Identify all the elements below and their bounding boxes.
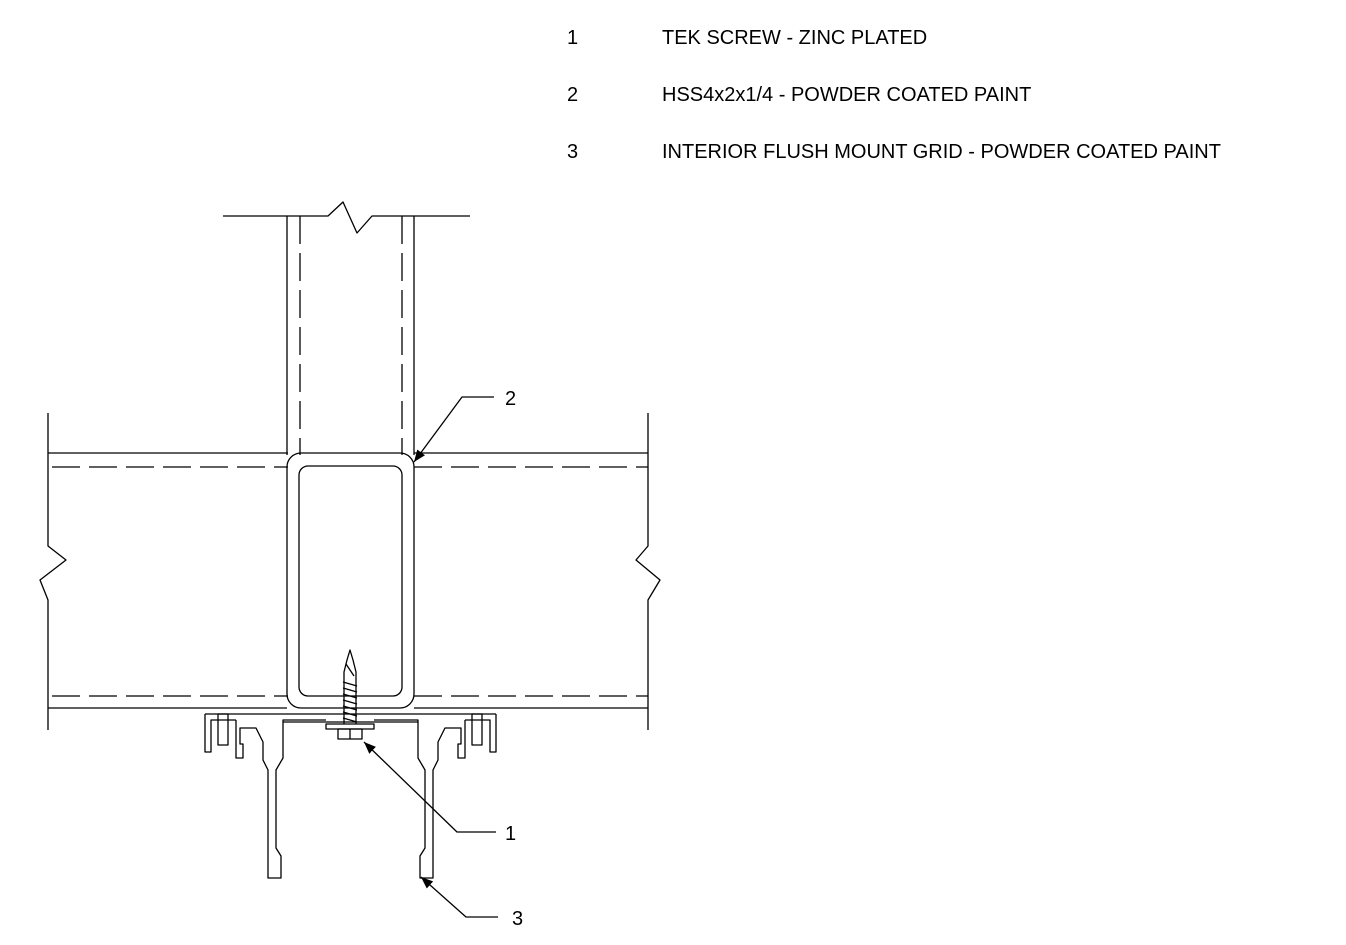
leaders — [363, 396, 498, 918]
grid-left-flange — [204, 714, 236, 753]
grid-right-flange — [465, 714, 497, 753]
vertical-member — [223, 201, 470, 455]
break-line-top — [223, 201, 470, 234]
callouts: 2 1 3 — [505, 388, 523, 930]
leader-3 — [420, 876, 498, 918]
grid-left-glazing-pocket — [217, 713, 229, 746]
legend-item-1: 1 TEK SCREW - ZINC PLATED — [567, 27, 927, 49]
legend-item-2: 2 HSS4x2x1/4 - POWDER COATED PAINT — [567, 84, 1031, 106]
grid-left-leg — [235, 719, 326, 879]
tek-screw — [325, 649, 375, 740]
horizontal-member — [39, 413, 661, 730]
break-line-right — [635, 413, 661, 730]
callout-3: 3 — [512, 908, 523, 930]
legend-number: 3 — [567, 141, 578, 163]
legend-description: TEK SCREW - ZINC PLATED — [662, 27, 927, 49]
grid-right-glazing-pocket — [471, 713, 483, 746]
leader-2 — [413, 396, 494, 463]
leader-1 — [363, 741, 496, 833]
legend-description: INTERIOR FLUSH MOUNT GRID - POWDER COATE… — [662, 141, 1221, 163]
legend-number: 2 — [567, 84, 578, 106]
legend: 1 TEK SCREW - ZINC PLATED 2 HSS4x2x1/4 -… — [567, 27, 1221, 163]
callout-1: 1 — [505, 823, 516, 845]
legend-number: 1 — [567, 27, 578, 49]
callout-2: 2 — [505, 388, 516, 410]
grid-right-leg — [374, 719, 466, 879]
legend-description: HSS4x2x1/4 - POWDER COATED PAINT — [662, 84, 1031, 106]
break-line-left — [39, 413, 67, 730]
flush-mount-grid — [204, 713, 497, 879]
legend-item-3: 3 INTERIOR FLUSH MOUNT GRID - POWDER COA… — [567, 141, 1221, 163]
